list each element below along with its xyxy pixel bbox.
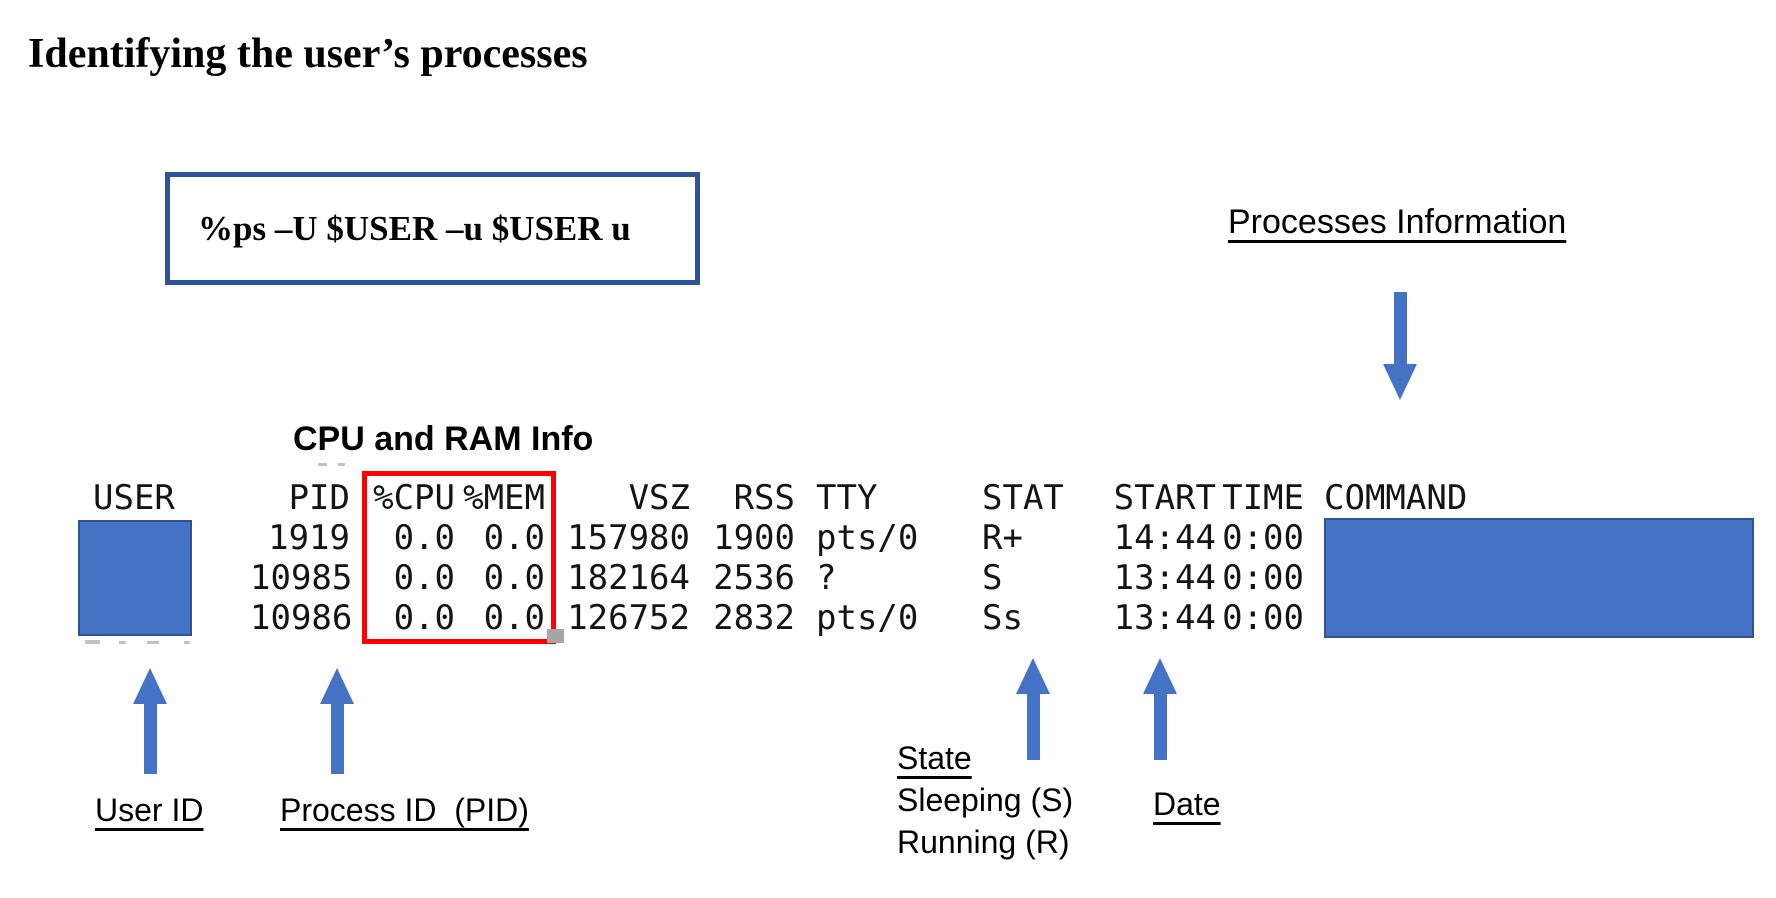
page-title: Identifying the user’s processes [28, 31, 588, 77]
header-command: COMMAND [1324, 478, 1468, 518]
selection-handle [547, 629, 564, 643]
cpu-mem-highlight-box [362, 471, 556, 644]
header-vsz: VSZ [628, 478, 690, 518]
cell-rss: 1900 [713, 518, 795, 558]
arrow-stem [330, 704, 344, 774]
cpu-ram-info-label: CPU and RAM Info [293, 420, 594, 458]
arrow-stem [1026, 694, 1040, 760]
arrow-stem [1153, 694, 1167, 760]
header-rss: RSS [733, 478, 795, 518]
cell-mem: 0.0 [483, 558, 545, 598]
date-label: Date [1153, 786, 1221, 822]
arrow-up-icon [1016, 658, 1050, 760]
cell-vsz: 157980 [567, 518, 690, 558]
ps-output: USER PID %CPU %MEM VSZ RSS TTY STAT STAR… [85, 478, 1560, 638]
command-column-redaction-box [1324, 518, 1754, 638]
cropped-text-remnant [119, 641, 126, 644]
cell-time: 0:00 [1222, 598, 1304, 638]
cell-vsz: 126752 [567, 598, 690, 638]
cell-pid: 1919 [268, 518, 350, 558]
arrow-up-icon [1143, 658, 1177, 760]
cropped-text-remnant [147, 641, 159, 644]
process-id-label: Process ID (PID) [280, 792, 529, 828]
cell-tty: pts/0 [816, 598, 919, 638]
cell-cpu: 0.0 [393, 518, 455, 558]
cell-tty: pts/0 [816, 518, 919, 558]
cell-pid: 10986 [250, 598, 353, 638]
user-column-redaction-box [78, 520, 192, 636]
cropped-text-remnant [184, 641, 190, 644]
arrow-up-icon [133, 668, 167, 774]
cell-tty: ? [816, 558, 837, 598]
cell-mem: 0.0 [483, 598, 545, 638]
ps-row: 1919 0.0 0.0 157980 1900 pts/0 R+ 14:44 … [85, 518, 1560, 558]
state-label: State [897, 740, 972, 776]
cell-start: 13:44 [1113, 558, 1216, 598]
header-cpu: %CPU [373, 478, 455, 518]
header-time: TIME [1222, 478, 1304, 518]
header-start: START [1113, 478, 1216, 518]
cell-stat: S [982, 558, 1003, 598]
cropped-text-remnant [318, 463, 327, 466]
arrow-up-icon [320, 668, 354, 774]
cell-time: 0:00 [1222, 558, 1304, 598]
cell-vsz: 182164 [567, 558, 690, 598]
cell-pid: 10985 [250, 558, 353, 598]
ps-header-row: USER PID %CPU %MEM VSZ RSS TTY STAT STAR… [85, 478, 1560, 518]
header-user: USER [93, 478, 175, 518]
arrow-head [1143, 658, 1177, 694]
header-mem: %MEM [463, 478, 545, 518]
cell-start: 13:44 [1113, 598, 1216, 638]
arrow-head [1383, 364, 1417, 400]
cell-cpu: 0.0 [393, 598, 455, 638]
cell-cpu: 0.0 [393, 558, 455, 598]
state-running-label: Running (R) [897, 824, 1070, 860]
ps-row: 10985 0.0 0.0 182164 2536 ? S 13:44 0:00 [85, 558, 1560, 598]
arrow-stem [1393, 292, 1407, 364]
arrow-down-icon [1383, 292, 1417, 400]
cell-stat: R+ [982, 518, 1023, 558]
arrow-head [320, 668, 354, 704]
cropped-text-remnant [338, 463, 345, 466]
command-text: %ps –U $USER –u $USER u [198, 208, 631, 248]
cropped-text-remnant [85, 640, 100, 644]
cell-stat: Ss [982, 598, 1023, 638]
header-tty: TTY [816, 478, 878, 518]
state-sleeping-label: Sleeping (S) [897, 782, 1074, 818]
command-box: %ps –U $USER –u $USER u [165, 172, 700, 285]
cell-start: 14:44 [1113, 518, 1216, 558]
header-pid: PID [288, 478, 350, 518]
cell-rss: 2536 [713, 558, 795, 598]
processes-information-label: Processes Information [1228, 203, 1567, 241]
arrow-stem [143, 704, 157, 774]
header-stat: STAT [982, 478, 1064, 518]
cell-mem: 0.0 [483, 518, 545, 558]
cell-time: 0:00 [1222, 518, 1304, 558]
arrow-head [133, 668, 167, 704]
ps-row: 10986 0.0 0.0 126752 2832 pts/0 Ss 13:44… [85, 598, 1560, 638]
arrow-head [1016, 658, 1050, 694]
cell-rss: 2832 [713, 598, 795, 638]
user-id-label: User ID [95, 792, 204, 828]
